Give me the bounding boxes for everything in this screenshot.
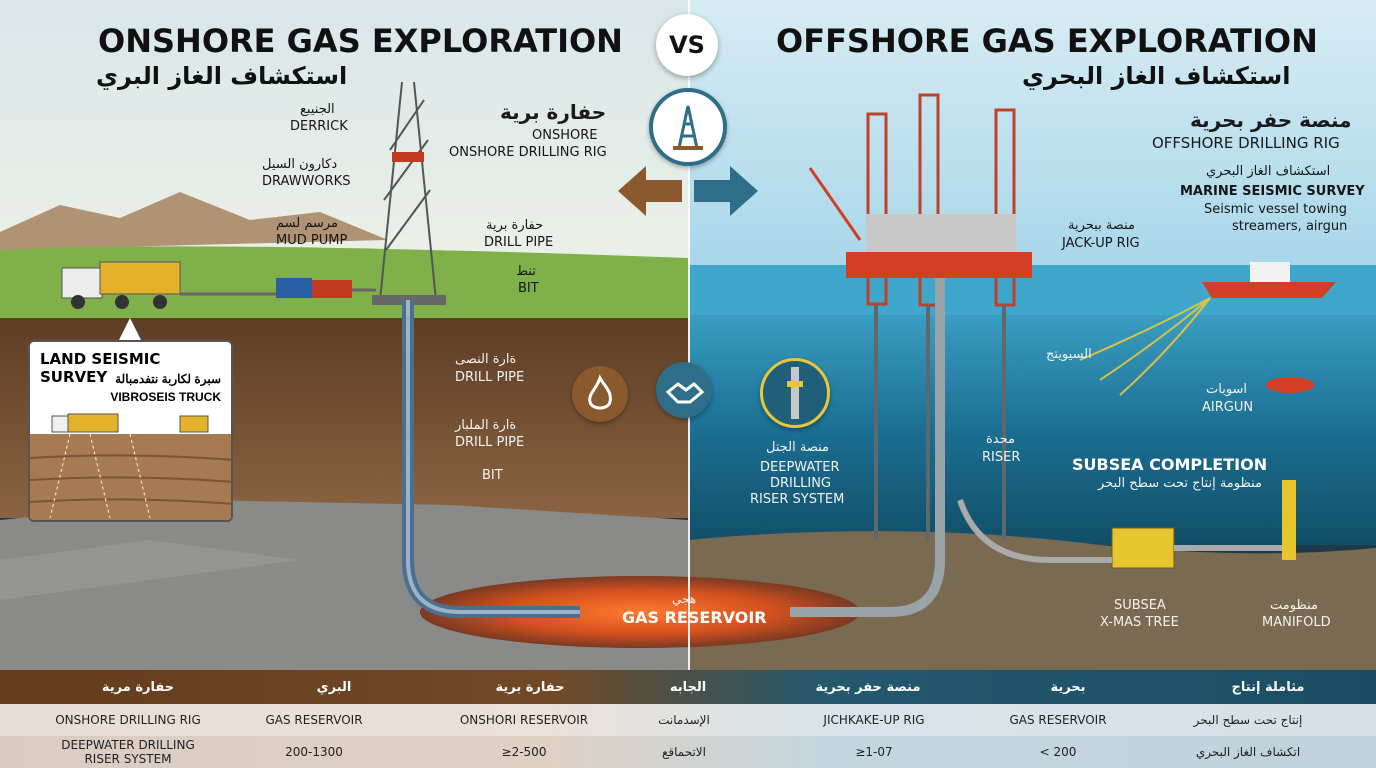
land-seismic-ar: سبرة لكاربة نتفدمبالة (115, 372, 221, 386)
table-cell-line: RISER SYSTEM (84, 752, 172, 766)
land-seismic-title: LAND SEISMIC SURVEY (40, 350, 161, 386)
table-header-cell: البري (316, 679, 352, 695)
xmas-tree-label-2: X-MAS TREE (1100, 615, 1179, 630)
bit-label: BIT (518, 281, 539, 296)
table-cell: الاتحماقع (662, 745, 706, 759)
arrow-right-icon (694, 166, 758, 220)
drill-pipe-2-label: DRILL PIPE (455, 370, 525, 385)
offshore-rig-ar: منصة حفر بحرية (1190, 108, 1352, 132)
reservoir-label-ar: هجي (672, 592, 697, 606)
offshore-title-ar: استكشاف الغاز البحري (1022, 62, 1291, 90)
manifold-label-ar: منظومت (1270, 598, 1318, 613)
table-cell: DEEPWATER DRILLING RISER SYSTEM (30, 736, 226, 768)
riser-label-ar: محدة (986, 432, 1015, 447)
onshore-rig-ar: حفارة برية (500, 100, 607, 124)
table-header-cell: حفارة برية (495, 679, 565, 695)
onshore-rig-en-2: ONSHORE DRILLING RIG (449, 145, 607, 160)
riser-detail-icon (760, 358, 830, 428)
drill-pipe-label: DRILL PIPE (484, 235, 554, 250)
derrick-label: DERRICK (290, 119, 348, 134)
table-cell: GAS RESERVOIR (265, 713, 363, 727)
reservoir-label: GAS RESERVOIR (622, 608, 767, 627)
deepwater-label-2: DRILLING (770, 476, 831, 491)
xmas-tree-label-1: SUBSEA (1114, 598, 1166, 613)
comparison-table: حفارة مرية البري حفارة برية الجابه منصة … (0, 670, 1376, 768)
land-seismic-en: VIBROSEIS TRUCK (110, 390, 221, 404)
table-header-cell: بحرية (1050, 679, 1086, 695)
streamer-label-ar: السيويتج (1046, 347, 1092, 362)
table-cell: ≥1-07 (855, 745, 893, 759)
table-cell: ≥2-500 (501, 745, 547, 759)
fire-icon (572, 366, 628, 422)
table-cell-line: DEEPWATER DRILLING (61, 738, 195, 752)
table-row: DEEPWATER DRILLING RISER SYSTEM 200-1300… (0, 736, 1376, 768)
drill-pipe-3-label-ar: ةارة الملبار (455, 418, 517, 433)
vs-badge: VS (656, 14, 718, 76)
airgun-label-ar: اسوبات (1206, 382, 1248, 397)
onshore-title-ar: استكشاف الغاز البري (96, 62, 348, 90)
drill-pipe-2-label-ar: ةارة النصى (455, 352, 517, 367)
table-cell: ONSHORI RESERVOIR (459, 713, 589, 727)
jackup-label-ar: منصة ببحرية (1068, 218, 1135, 233)
table-row: ONSHORE DRILLING RIG GAS RESERVOIR ONSHO… (0, 704, 1376, 736)
table-cell: GAS RESERVOIR (1009, 713, 1107, 727)
table-cell: الإسدمانت (658, 713, 710, 727)
drill-pipe-label-ar: حفارة برية (486, 218, 544, 233)
seismic-callout-tip (118, 318, 142, 342)
table-cell: إنتاج تحت سطح البحر (1193, 713, 1303, 727)
mud-pump-label: MUD PUMP (276, 233, 348, 248)
drawworks-label-ar: دكارون السيل (262, 157, 338, 172)
marine-survey-en: MARINE SEISMIC SURVEY (1180, 184, 1365, 199)
drill-pipe-3-label: DRILL PIPE (455, 435, 525, 450)
table-header-cell: حفارة مرية (101, 679, 175, 695)
table-cell: اتكشاف الغاز البحري (1195, 745, 1301, 759)
mud-pump-label-ar: مرسم لسم (276, 216, 339, 231)
drawworks-label: DRAWWORKS (262, 174, 351, 189)
offshore-rig-en: OFFSHORE DRILLING RIG (1152, 134, 1340, 152)
onshore-title: ONSHORE GAS EXPLORATION (98, 22, 623, 60)
marine-survey-desc-2: streamers, airgun (1232, 219, 1348, 234)
land-seismic-survey-panel: LAND SEISMIC SURVEY سبرة لكاربة نتفدمبال… (28, 340, 233, 522)
offshore-title: OFFSHORE GAS EXPLORATION (776, 22, 1318, 60)
deepwater-label-ar: منصة الجتل (766, 440, 829, 455)
table-header-row: حفارة مرية البري حفارة برية الجابه منصة … (0, 670, 1376, 704)
derrick-icon (649, 88, 727, 166)
table-header-cell: مثاملة إنتاج (1231, 679, 1305, 695)
handshake-icon (656, 362, 712, 418)
bit-2-label: BIT (482, 468, 503, 483)
manifold-label: MANIFOLD (1262, 615, 1331, 630)
bit-label-ar: تنط (516, 264, 536, 279)
deepwater-label-1: DEEPWATER (760, 460, 840, 475)
table-cell: 200-1300 (285, 745, 343, 759)
marine-survey-ar: استكشاف الغاز البحري (1206, 164, 1331, 179)
jackup-label: JACK-UP RIG (1062, 236, 1140, 251)
table-cell: < 200 (1039, 745, 1077, 759)
onshore-rig-en-1: ONSHORE (532, 128, 598, 143)
airgun-label: AIRGUN (1202, 400, 1254, 415)
subsea-completion-title: SUBSEA COMPLETION (1072, 455, 1268, 474)
exploration-scene (0, 0, 1376, 670)
table-header-cell: الجابه (669, 679, 707, 695)
arrow-left-icon (618, 166, 682, 220)
center-divider (688, 0, 690, 670)
derrick-label-ar: الجنيبع (300, 102, 335, 117)
subsea-completion-ar: منظومة إنتاج تحت سطح البحر (1098, 476, 1263, 491)
riser-label: RISER (982, 450, 1021, 465)
table-cell: ONSHORE DRILLING RIG (55, 713, 201, 727)
deepwater-label-3: RISER SYSTEM (750, 492, 845, 507)
seismic-illustration (30, 413, 231, 520)
table-header-cell: منصة حفر بحرية (815, 679, 921, 695)
table-cell: JICHKAKE-UP RIG (823, 713, 925, 727)
marine-survey-desc-1: Seismic vessel towing (1204, 202, 1347, 217)
